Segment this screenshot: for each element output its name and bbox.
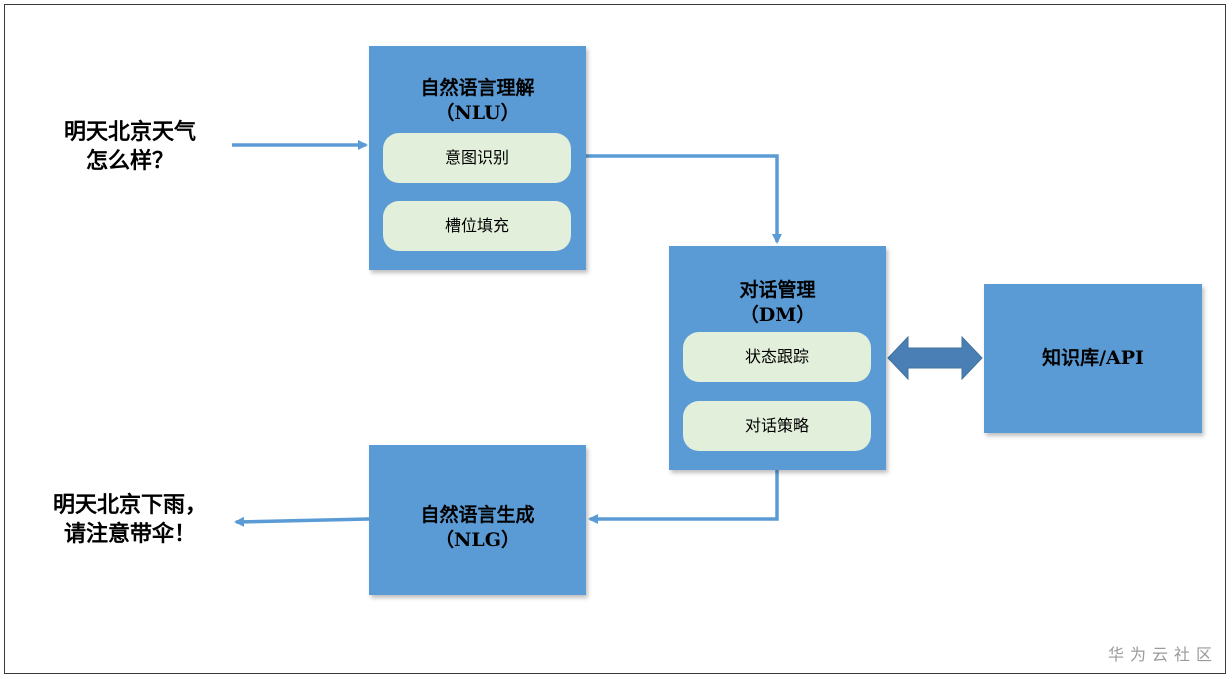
nlu-item-slot-filling: 槽位填充 (383, 201, 571, 251)
system-output-text: 明天北京下雨， 请注意带伞！ (40, 491, 220, 549)
nlu-subtitle-text: （NLU） (435, 102, 520, 124)
user-input-line-2: 怎么样？ (85, 148, 174, 174)
nlg-title-text: 自然语言生成 (420, 504, 535, 526)
nlg-to-output-arrow (234, 516, 370, 527)
knowledge-base-label: 知识库/API (1042, 347, 1144, 369)
knowledge-base-box: 知识库/API (984, 284, 1202, 433)
dm-item-state-tracking: 状态跟踪 (683, 332, 871, 382)
user-input-line-1: 明天北京天气 (63, 119, 196, 145)
dm-box: 对话管理 （DM） 状态跟踪 对话策略 (669, 246, 886, 470)
system-output-line-1: 明天北京下雨， (52, 492, 207, 518)
dm-to-nlg-arrow (588, 470, 779, 524)
nlu-item-intent-recognition: 意图识别 (383, 133, 571, 183)
nlu-title: 自然语言理解 （NLU） (369, 76, 586, 126)
nlg-box: 自然语言生成 （NLG） (369, 445, 586, 595)
dm-title-text: 对话管理 (739, 279, 816, 301)
nlu-title-text: 自然语言理解 (420, 77, 535, 99)
dm-item-dialog-policy: 对话策略 (683, 401, 871, 451)
dm-subtitle-text: （DM） (739, 304, 816, 326)
user-input-text: 明天北京天气 怎么样？ (40, 118, 220, 176)
nlu-to-dm-arrow (586, 154, 782, 244)
system-output-line-2: 请注意带伞！ (63, 521, 196, 547)
nlg-subtitle-text: （NLG） (435, 529, 520, 551)
nlg-title: 自然语言生成 （NLG） (369, 503, 586, 553)
nlu-box: 自然语言理解 （NLU） 意图识别 槽位填充 (369, 46, 586, 270)
watermark: 华为云社区 (1107, 645, 1218, 664)
dm-kb-bidirectional-arrow (887, 335, 983, 381)
dm-title: 对话管理 （DM） (669, 278, 886, 328)
diagram-frame (4, 4, 1226, 674)
